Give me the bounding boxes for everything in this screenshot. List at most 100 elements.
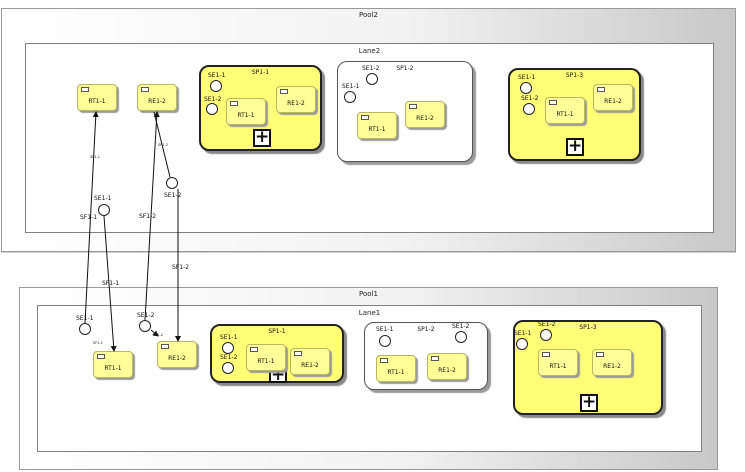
pool-1-title: Pool1 [359,290,378,298]
task-label: RT1-1 [556,111,574,118]
event-label: SE1-1 [76,315,94,322]
flow-line-sf1-1[interactable] [84,111,99,324]
flow-line-sf1-2-short[interactable] [150,329,159,337]
lane-2-title: Lane2 [358,47,381,55]
envelope-icon [361,115,369,120]
start-event-se1-1[interactable] [520,82,532,94]
task-label: RE1-2 [416,115,434,122]
start-event-se1-2[interactable] [206,103,218,115]
envelope-icon [597,87,605,92]
event-label: SE1-1 [376,326,394,333]
subprocess-title: SP1-2 [396,65,414,72]
task-label: RT1-1 [237,112,255,119]
subprocess-title: SP1-3 [565,72,584,79]
task-re1-2-pool2[interactable]: RE1-2 [137,84,177,111]
task-re1-2[interactable]: RE1-2 [290,348,330,375]
task-rt1-1[interactable]: RT1-1 [357,112,397,139]
envelope-icon [230,101,238,106]
task-label: RE1-2 [168,355,186,362]
task-label: RT1-1 [387,369,405,376]
task-label: RE1-2 [287,100,305,107]
flow-label-sf1-1: SF1-1 [102,280,120,287]
start-event-se1-2[interactable] [523,103,535,115]
event-label: SE1-2 [164,192,182,199]
start-event-se1-1[interactable] [379,335,391,347]
start-event-se1-2-pool1[interactable] [139,320,151,332]
event-label: SE1-1 [518,74,536,81]
envelope-icon [161,344,169,349]
flow-label-small: SF1-2 [158,143,168,147]
task-label: RT1-1 [368,126,386,133]
subprocess-title: SP1-3 [579,324,597,331]
start-event-se1-1-pool1[interactable] [79,323,91,335]
task-label: RE1-2 [603,363,621,370]
start-event-se1-1[interactable] [222,342,234,354]
task-label: RE1-2 [148,98,166,105]
task-label: RE1-2 [301,362,319,369]
task-re1-2[interactable]: RE1-2 [593,84,633,111]
task-rt1-1[interactable]: RT1-1 [376,355,416,382]
event-label: SE1-1 [514,330,532,337]
lane-1-title: Lane1 [358,309,381,317]
start-event-se1-2[interactable] [455,331,467,343]
flow-line-sf1-2[interactable] [144,111,160,321]
envelope-icon [97,354,105,359]
task-label: RT1-1 [88,98,106,105]
task-label: RT1-1 [104,365,122,372]
task-re1-2[interactable]: RE1-2 [405,101,445,128]
event-label: SE1-1 [342,83,360,90]
start-event-se1-2[interactable] [366,73,378,85]
expand-plus-icon[interactable]: + [253,127,271,147]
task-label: RE1-2 [438,367,456,374]
event-label: SE1-1 [208,72,226,79]
subprocess-title: SP1-1 [251,69,270,76]
subprocess-title: SP1-1 [268,328,286,335]
envelope-icon [294,351,302,356]
task-label: RT1-1 [257,358,275,365]
envelope-icon [280,89,288,94]
task-rt1-1[interactable]: RT1-1 [545,97,585,124]
start-event-se1-2[interactable] [540,329,552,341]
task-label: RE1-2 [604,98,622,105]
event-label: SE1-2 [521,95,539,102]
pool-2-title: Pool2 [359,11,378,19]
event-label: SE1-2 [220,354,238,361]
task-re1-2[interactable]: RE1-2 [276,86,316,113]
task-label: RT1-1 [549,363,567,370]
task-rt1-1[interactable]: RT1-1 [538,349,578,376]
task-rt1-1[interactable]: RT1-1 [226,98,266,125]
task-re1-2[interactable]: RE1-2 [427,353,467,380]
envelope-icon [431,356,439,361]
envelope-icon [542,352,550,357]
flow-line-sf1-2-diag[interactable] [153,111,171,178]
task-rt1-1[interactable]: RT1-1 [246,344,286,371]
start-event-se1-1[interactable] [516,338,528,350]
start-event-se1-2[interactable] [222,362,234,374]
event-label: SE1-2 [538,321,556,328]
flow-label-small: SF1-2 [153,333,163,337]
task-re1-2-pool1[interactable]: RE1-2 [157,341,197,368]
start-event-se1-2-pool2[interactable] [166,177,178,189]
start-event-se1-1-pool2[interactable] [98,204,110,216]
expand-plus-icon[interactable]: + [580,392,598,412]
flow-label-sf1-2: SF1-2 [172,264,190,271]
task-re1-2[interactable]: RE1-2 [592,349,632,376]
expand-plus-icon[interactable]: + [566,136,584,156]
flow-label-sf1-2: SF1-2 [139,213,157,220]
envelope-icon [380,358,388,363]
flow-label-sf1-1: SF1-1 [80,214,98,221]
start-event-se1-1[interactable] [344,91,356,103]
flow-line-sf1-1-down[interactable] [103,215,117,352]
event-label: SE1-2 [362,65,380,72]
event-label: SE1-1 [220,334,238,341]
envelope-icon [409,104,417,109]
start-event-se1-1[interactable] [210,80,222,92]
flow-label-small: SF1-1 [93,341,103,345]
envelope-icon [250,347,258,352]
envelope-icon [81,87,89,92]
event-label: SE1-1 [94,195,112,202]
subprocess-title: SP1-2 [417,326,435,333]
event-label: SE1-2 [452,323,470,330]
task-rt1-1-pool2[interactable]: RT1-1 [77,84,117,111]
